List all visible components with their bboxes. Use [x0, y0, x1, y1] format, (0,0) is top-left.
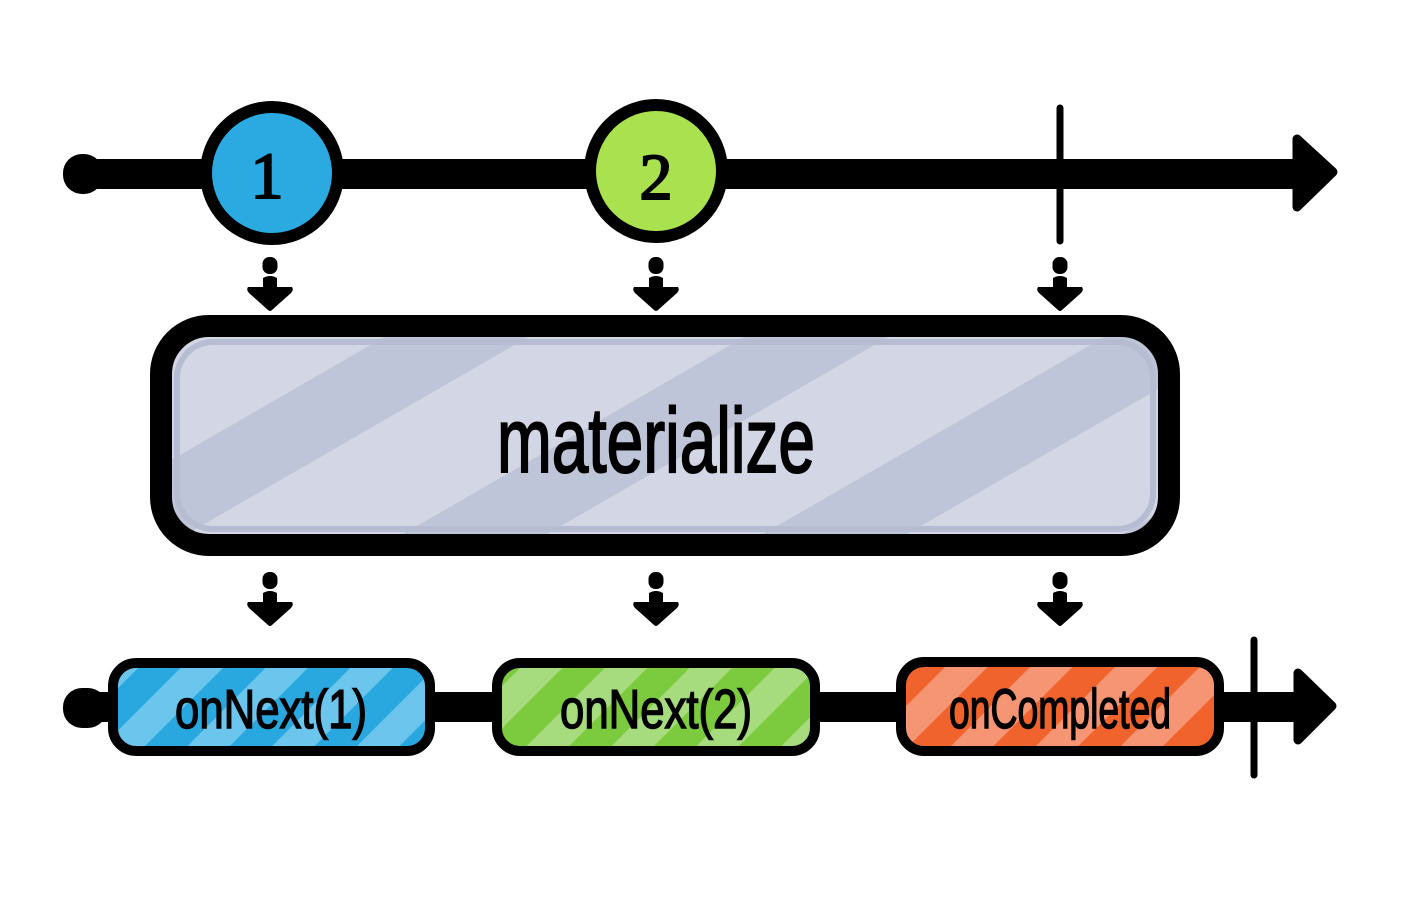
svg-text:onNext(2): onNext(2) [560, 678, 752, 740]
svg-text:2: 2 [640, 141, 673, 214]
svg-text:onCompleted: onCompleted [949, 677, 1171, 740]
svg-text:1: 1 [251, 140, 284, 213]
svg-text:onNext(1): onNext(1) [175, 678, 367, 740]
svg-text:materialize: materialize [497, 390, 815, 492]
